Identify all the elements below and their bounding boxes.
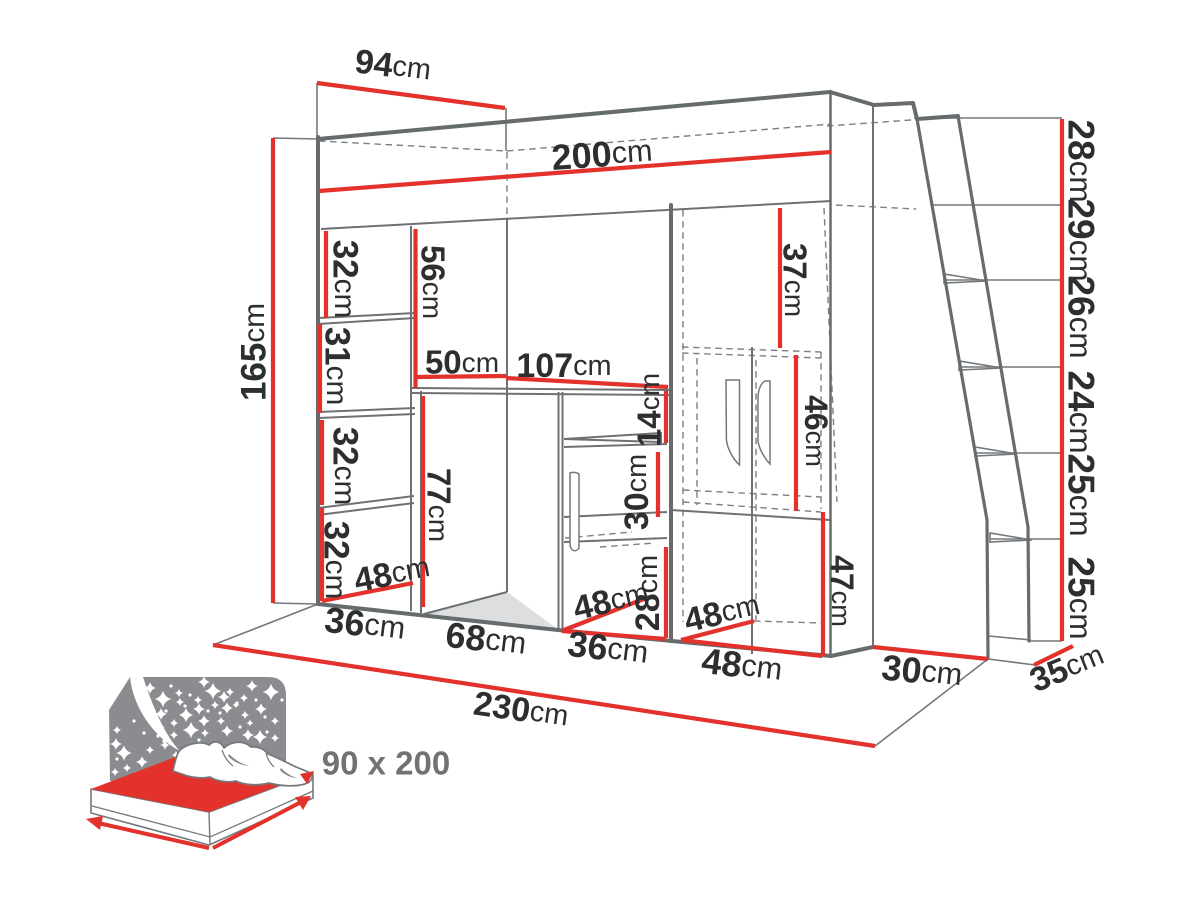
svg-text:32cm: 32cm: [326, 427, 365, 506]
svg-text:24cm: 24cm: [1061, 370, 1102, 453]
svg-text:56cm: 56cm: [415, 245, 452, 319]
svg-text:25cm: 25cm: [1061, 453, 1102, 536]
svg-text:46cm: 46cm: [798, 395, 834, 467]
svg-text:48cm: 48cm: [699, 640, 784, 691]
svg-text:107cm: 107cm: [516, 347, 611, 385]
svg-text:25cm: 25cm: [1061, 556, 1102, 639]
svg-text:30cm: 30cm: [880, 646, 965, 695]
svg-text:32cm: 32cm: [317, 521, 356, 600]
svg-text:26cm: 26cm: [1061, 275, 1102, 358]
svg-text:14cm: 14cm: [631, 373, 668, 447]
svg-text:165cm: 165cm: [235, 303, 274, 401]
svg-text:28cm: 28cm: [1061, 119, 1102, 202]
svg-text:32cm: 32cm: [326, 240, 365, 319]
svg-text:47cm: 47cm: [824, 555, 860, 627]
svg-text:77cm: 77cm: [421, 468, 458, 542]
svg-text:30cm: 30cm: [618, 454, 656, 530]
svg-text:50cm: 50cm: [425, 344, 499, 381]
svg-text:31cm: 31cm: [318, 327, 357, 406]
svg-text:90 x 200: 90 x 200: [322, 745, 450, 782]
svg-text:28cm: 28cm: [629, 555, 667, 631]
svg-text:37cm: 37cm: [777, 243, 814, 317]
svg-text:29cm: 29cm: [1061, 198, 1102, 281]
